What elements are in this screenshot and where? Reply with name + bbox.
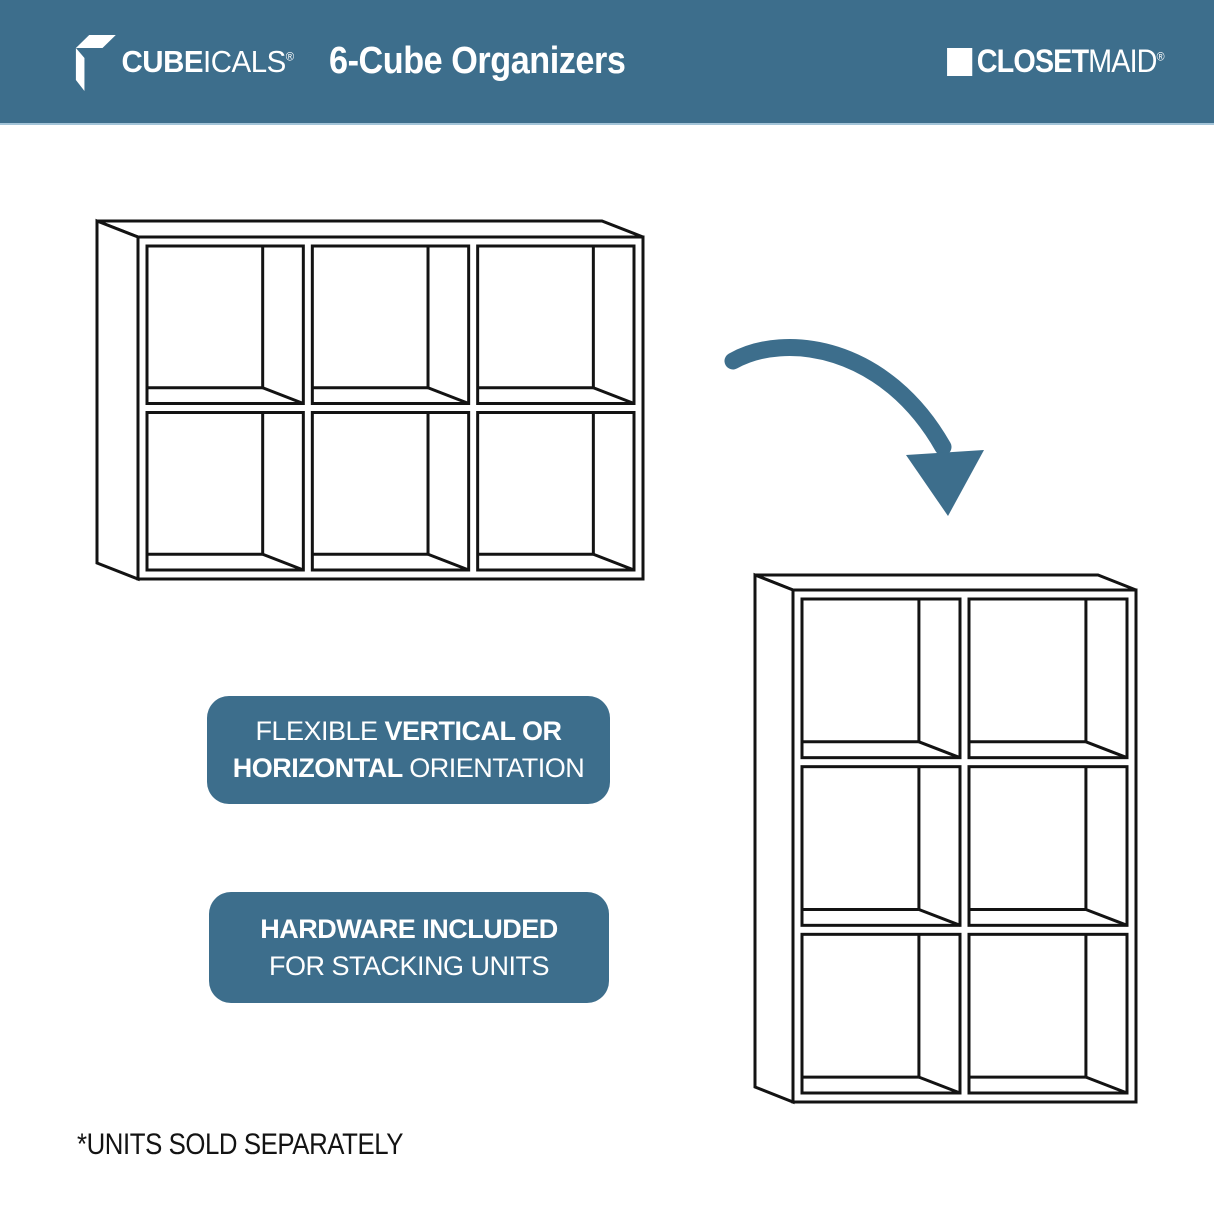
callout-line: HARDWARE INCLUDED xyxy=(260,913,558,944)
cubeicals-wordmark: CUBEICALS® xyxy=(121,43,295,79)
callout-line: FOR STACKING UNITS xyxy=(268,950,550,981)
page-title: 6-Cube Organizers xyxy=(329,40,626,82)
registered-trademark-icon: ® xyxy=(285,49,294,64)
units-sold-separately-note: *UNITS SOLD SEPARATELY xyxy=(77,1128,404,1161)
header-bar: CUBEICALS® 6-Cube Organizers CLOSETMAID® xyxy=(0,0,1214,125)
vertical-organizer-illustration xyxy=(753,572,1138,1105)
horizontal-organizer-illustration xyxy=(95,218,645,582)
cube-logo-icon xyxy=(75,34,116,91)
registered-trademark-icon: ® xyxy=(1156,49,1165,64)
callout-hardware-included: HARDWARE INCLUDED FOR STACKING UNITS xyxy=(209,892,609,1003)
callout-line: FLEXIBLE VERTICAL OR xyxy=(255,716,562,746)
curved-arrow-icon xyxy=(724,339,984,516)
callout-flexible-orientation: FLEXIBLE VERTICAL OR HORIZONTAL ORIENTAT… xyxy=(207,696,610,804)
callout-line: HORIZONTAL ORIENTATION xyxy=(232,753,585,783)
closetmaid-wordmark: CLOSETMAID® xyxy=(977,43,1165,79)
cubeicals-logo: CUBEICALS® xyxy=(74,33,294,91)
closetmaid-logo: CLOSETMAID® xyxy=(947,43,1165,80)
closetmaid-square-icon xyxy=(947,47,973,76)
